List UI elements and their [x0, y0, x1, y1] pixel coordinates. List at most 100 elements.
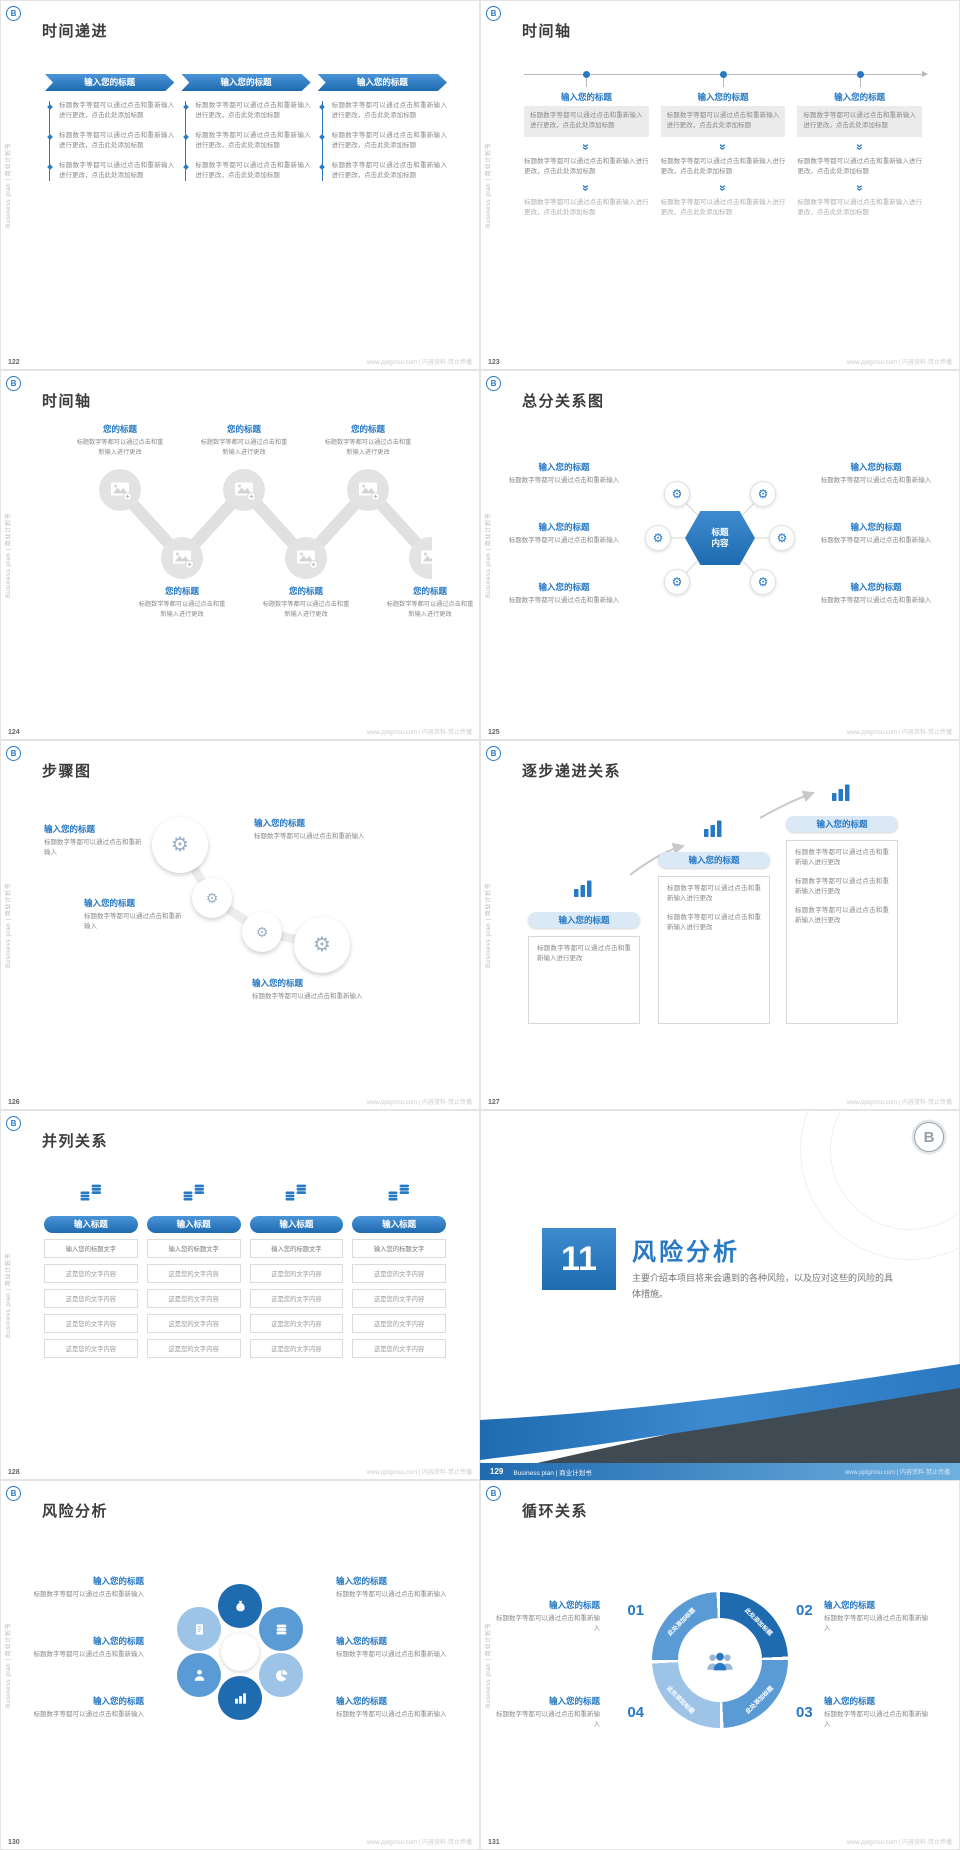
text-block: 输入您的标题标题数字等都可以通过点击和重新输入: [508, 462, 620, 486]
brand-logo-icon: B: [486, 746, 501, 761]
side-caption: Business plan | 商业计划书: [5, 512, 12, 598]
parallel-columns: 输入标题 输入您的标题文字 这是您的文字内容 这是您的文字内容 这是您的文字内容…: [44, 1182, 446, 1358]
gear-icon: ⚙: [757, 575, 769, 589]
slide-footer: 129 Business plan | 商业计划书 www.pptgmsu.co…: [480, 1463, 960, 1480]
side-caption: Business plan | 商业计划书: [485, 882, 492, 968]
zigzag-label: 您的标题 标题数字等都可以通过点击和重新输入进行更改: [199, 424, 289, 458]
page-number: 123: [488, 359, 500, 366]
side-caption-wrap: Business plan | 商业计划书: [480, 0, 494, 370]
image-placeholder-icon: [346, 468, 390, 512]
block-title: 输入您的标题: [824, 1696, 876, 1706]
block-title: 输入您的标题: [538, 462, 590, 472]
slide-129[interactable]: B 11 风险分析 主要介绍本项目将来会遇到的各种风险，以及应对这些的风险的具体…: [480, 1110, 960, 1480]
cycle-number: 04: [627, 1704, 644, 1721]
label-body: 标题数字等都可以通过点击和重新输入进行更改: [200, 439, 288, 456]
block-title: 输入您的标题: [92, 1696, 144, 1706]
document-icon: [195, 1623, 203, 1635]
brand-letter: B: [490, 1488, 497, 1498]
side-caption-wrap: Business plan | 商业计划书: [0, 1110, 14, 1480]
page-number: 126: [8, 1099, 20, 1106]
arrow-header: 输入您的标题: [318, 74, 447, 91]
slide-title: 并列关系: [42, 1133, 109, 1150]
timeline-dot: [583, 71, 590, 87]
petal-chart: [218, 1676, 262, 1720]
slide-title: 时间递进: [42, 23, 109, 40]
text-block: 输入您的标题标题数字等都可以通过点击和重新输入: [824, 1600, 928, 1635]
arrow-header: 输入您的标题: [181, 74, 310, 91]
text-block: 输入您的标题标题数字等都可以通过点击和重新输入: [336, 1696, 456, 1720]
slide-124[interactable]: B Business plan | 商业计划书 时间轴 您的标题 标题数字等都可…: [0, 370, 480, 740]
block-title: 输入您的标题: [850, 462, 902, 472]
petal-pie: [259, 1653, 303, 1697]
block-title: 输入您的标题: [252, 978, 304, 988]
label-body: 标题数字等都可以通过点击和重新输入进行更改: [76, 439, 164, 456]
block-body: 标题数字等都可以通过点击和重新输入: [820, 597, 932, 605]
watermark: www.pptgmsu.com | 内容资料·禁止传播: [366, 730, 472, 736]
text-block: 输入您的标题标题数字等都可以通过点击和重新输入: [496, 1696, 600, 1731]
title-button: 输入标题: [352, 1216, 446, 1233]
text-block: 输入您的标题标题数字等都可以通过点击和重新输入: [24, 1636, 145, 1660]
brand-letter: B: [923, 1128, 935, 1146]
gear-icon: ⚙: [171, 834, 189, 856]
box-paragraph: 标题数字等都可以通过点击和重新输入进行更改: [667, 885, 761, 903]
arrow-column: 输入您的标题 标题数字等都可以通过点击和重新输入进行更改，点击此处添加标题 标题…: [181, 74, 311, 182]
label-body: 标题数字等都可以通过点击和重新输入进行更改: [324, 439, 412, 456]
box-paragraph: 标题数字等都可以通过点击和重新输入进行更改: [537, 945, 631, 963]
brand-logo-icon: B: [6, 1486, 21, 1501]
text-block: 输入您的标题标题数字等都可以通过点击和重新输入: [820, 582, 932, 606]
column-text: 标题数字等都可以通过点击和重新输入进行更改，点击此处添加标题: [660, 157, 786, 176]
watermark: www.pptgmsu.com | 内容资料·禁止传播: [366, 1100, 472, 1106]
brand-logo-icon: B: [6, 6, 21, 21]
petal-coins: [259, 1607, 303, 1651]
slide-128[interactable]: B Business plan | 商业计划书 并列关系 输入标题 输入您的标题…: [0, 1110, 480, 1480]
side-caption-wrap: Business plan | 商业计划书: [0, 0, 14, 370]
bullet-list: 标题数字等都可以通过点击和重新输入进行更改，点击此处添加标题 标题数字等都可以通…: [185, 101, 311, 182]
block-title: 输入您的标题: [336, 1576, 388, 1586]
gear-node: ⚙: [750, 569, 776, 595]
zigzag-label: 您的标题 标题数字等都可以通过点击和重新输入进行更改: [261, 586, 351, 620]
step-circle: ⚙: [152, 817, 208, 873]
side-caption-wrap: Business plan | 商业计划书: [480, 740, 494, 1110]
gear-icon: ⚙: [205, 890, 219, 906]
slide-122[interactable]: B Business plan | 商业计划书 时间递进 输入您的标题 标题数字…: [0, 0, 480, 370]
slide-125[interactable]: B Business plan | 商业计划书 总分关系图 ⚙ ⚙ ⚙ ⚙ ⚙ …: [480, 370, 960, 740]
image-placeholder-icon: [160, 536, 204, 580]
block-title: 输入您的标题: [824, 1600, 876, 1610]
text-block: 输入您的标题标题数字等都可以通过点击和重新输入: [24, 1576, 145, 1600]
page-number: 127: [488, 1099, 500, 1106]
gear-node: ⚙: [645, 525, 671, 551]
slide-131[interactable]: B Business plan | 商业计划书 循环关系 此处添加标题 此处添加…: [480, 1480, 960, 1850]
block-title: 输入您的标题: [336, 1636, 388, 1646]
coins-icon: [285, 1184, 307, 1201]
table-row: 这是您的文字内容: [352, 1314, 446, 1333]
table-row: 这是您的文字内容: [44, 1339, 138, 1358]
brand-logo-icon: B: [6, 746, 21, 761]
block-body: 标题数字等都可以通过点击和重新输入: [44, 839, 142, 857]
slide-123[interactable]: B Business plan | 商业计划书 时间轴 输入您的标题 标题数字等…: [480, 0, 960, 370]
bar-chart-icon: [234, 1692, 246, 1704]
box-paragraph: 标题数字等都可以通过点击和重新输入进行更改: [795, 877, 889, 896]
side-caption: Business plan | 商业计划书: [485, 1622, 492, 1708]
slide-130[interactable]: B Business plan | 商业计划书 风险分析 输入您的标题标题数字等…: [0, 1480, 480, 1850]
slide-126[interactable]: B Business plan | 商业计划书 步骤图 ⚙ ⚙ ⚙ ⚙ 输入您的…: [0, 740, 480, 1110]
brand-letter: B: [10, 748, 17, 758]
box-paragraph: 标题数字等都可以通过点击和重新输入进行更改: [795, 849, 889, 867]
coins-icon: [80, 1184, 101, 1201]
table-row: 这是您的文字内容: [249, 1339, 344, 1358]
column-text: 标题数字等都可以通过点击和重新输入进行更改，点击此处添加标题: [524, 157, 649, 176]
slide-127[interactable]: B Business plan | 商业计划书 逐步递进关系 输入您的标题 标题…: [480, 740, 960, 1110]
zigzag-label: 您的标题 标题数字等都可以通过点击和重新输入进行更改: [323, 424, 413, 458]
table-row: 这是您的文字内容: [249, 1264, 344, 1283]
gear-node: ⚙: [750, 481, 776, 507]
table-row: 这是您的文字内容: [146, 1264, 241, 1283]
watermark: www.pptgmsu.com | 内容资料·禁止传播: [846, 360, 952, 366]
text-block: 输入您的标题标题数字等都可以通过点击和重新输入: [508, 522, 620, 546]
side-caption: Business plan | 商业计划书: [485, 142, 492, 228]
petal-person: [177, 1653, 221, 1697]
block-body: 标题数字等都可以通过点击和重新输入: [336, 1651, 447, 1659]
column-text: 标题数字等都可以通过点击和重新输入进行更改，点击此处添加标题: [797, 157, 923, 176]
cycle-number: 03: [796, 1704, 813, 1721]
table-row: 这是您的文字内容: [249, 1289, 344, 1308]
slide-title: 总分关系图: [522, 393, 605, 410]
gear-icon: ⚙: [671, 487, 683, 501]
